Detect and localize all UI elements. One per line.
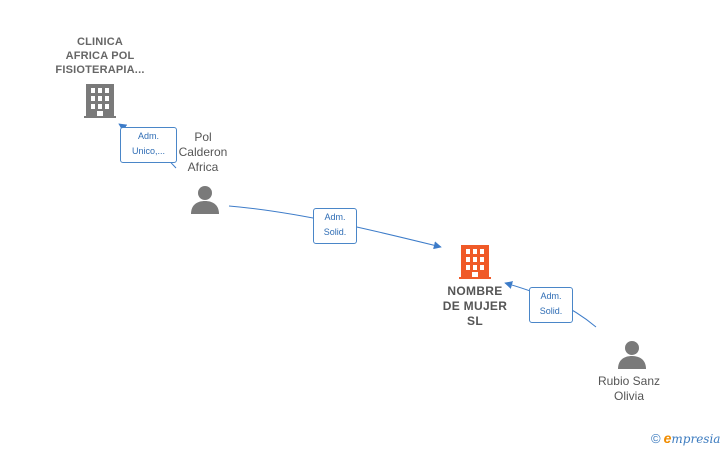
person-label-pol[interactable]: Pol Calderon Africa	[158, 130, 248, 175]
brand-logo[interactable]: ©empresia	[651, 430, 720, 446]
edge-label-pol-nombre[interactable]: Adm. Solid.	[313, 208, 357, 244]
person-label-rubio[interactable]: Rubio Sanz Olivia	[582, 374, 676, 404]
label-line: Olivia	[613, 389, 644, 403]
brand-initial: e	[663, 430, 672, 446]
edge-label-line: Solid.	[323, 227, 347, 237]
label-line: NOMBRE	[447, 284, 503, 298]
label-line: SL	[467, 314, 483, 328]
label-line: AFRICA POL	[65, 50, 135, 62]
brand-name: mpresia	[671, 432, 721, 446]
building-icon[interactable]	[84, 84, 116, 118]
label-line: FISIOTERAPIA...	[55, 64, 145, 76]
edge-label-line: Adm.	[324, 212, 346, 222]
label-line: Africa	[187, 160, 219, 174]
label-line: Calderon	[178, 145, 228, 159]
label-line: Rubio Sanz	[597, 374, 661, 388]
edge-label-rubio-nombre[interactable]: Adm. Solid.	[529, 287, 573, 323]
company-label-clinica[interactable]: CLINICA AFRICA POL FISIOTERAPIA...	[40, 35, 160, 77]
edge-label-line: Unico,...	[131, 146, 165, 156]
edge-label-line: Solid.	[539, 306, 563, 316]
person-icon[interactable]	[190, 185, 220, 214]
label-line: CLINICA	[76, 36, 123, 48]
person-icon[interactable]	[617, 340, 647, 369]
company-label-nombre[interactable]: NOMBRE DE MUJER SL	[425, 284, 525, 329]
edge-label-pol-clinica[interactable]: Adm. Unico,...	[120, 127, 177, 163]
edge-label-line: Adm.	[137, 131, 159, 141]
label-line: Pol	[194, 130, 212, 144]
edge-label-line: Adm.	[540, 291, 562, 301]
building-icon[interactable]	[459, 245, 491, 279]
label-line: DE MUJER	[442, 299, 508, 313]
copyright-symbol: ©	[651, 431, 661, 446]
